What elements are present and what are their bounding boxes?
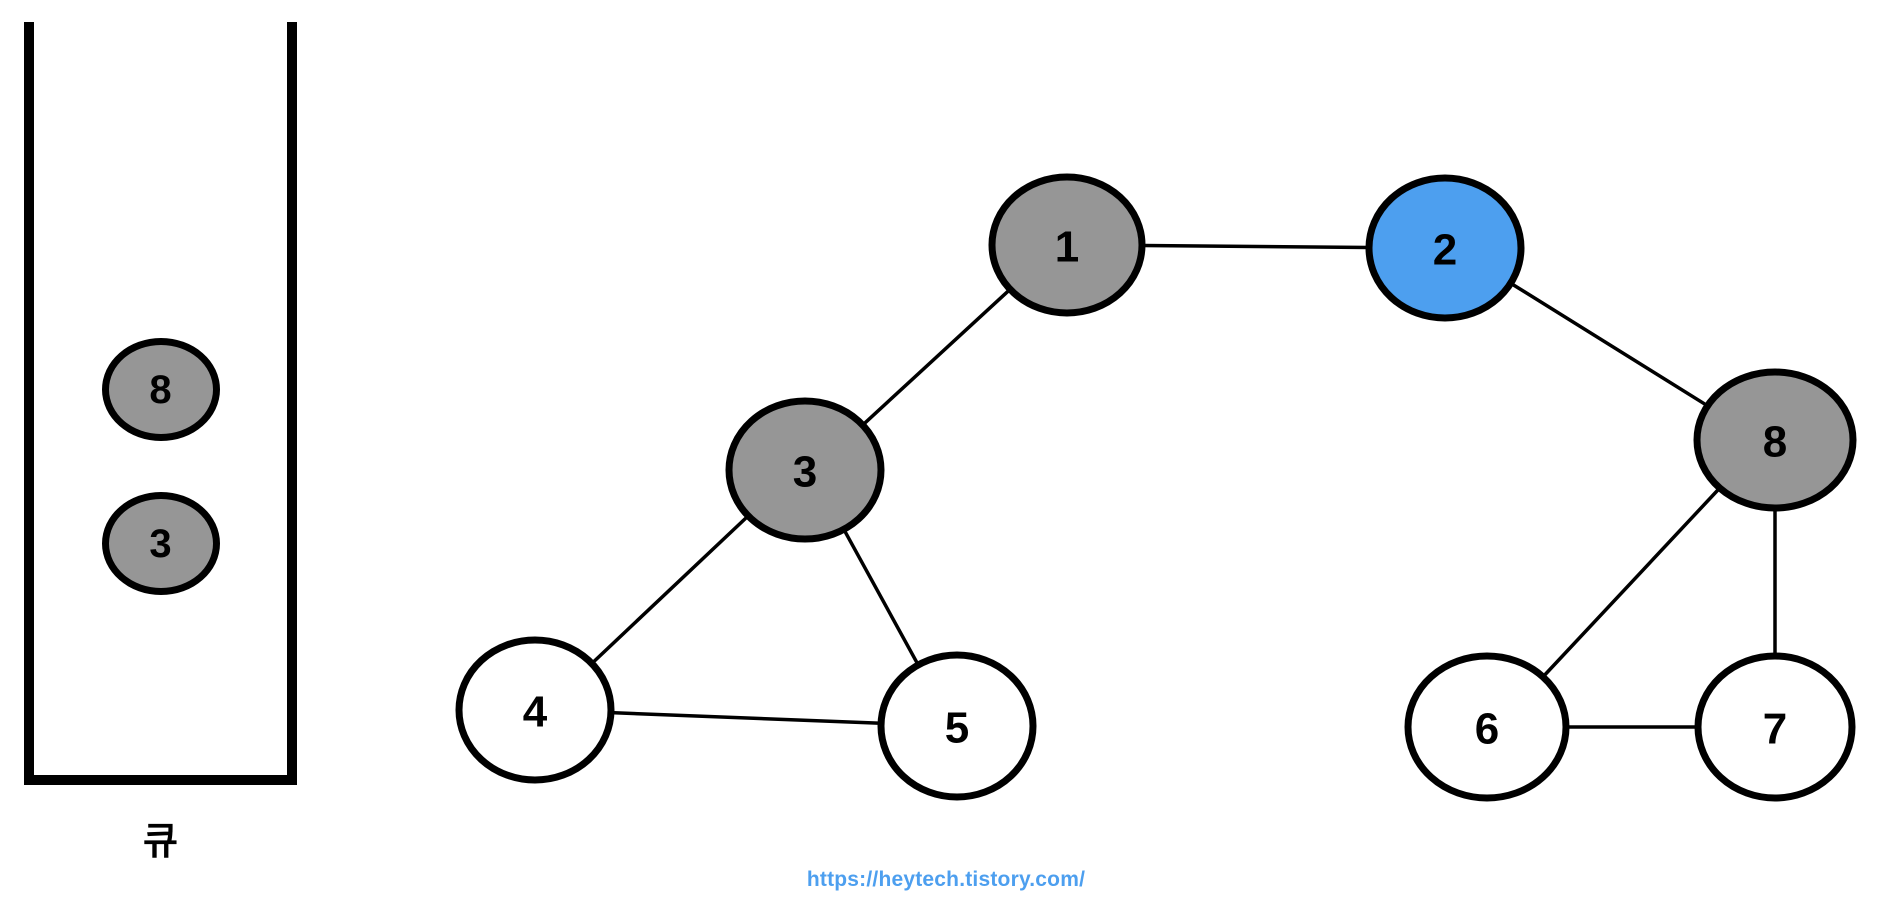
graph-node-4[interactable]: 4 bbox=[455, 636, 615, 784]
graph-edge-3-4 bbox=[590, 514, 750, 665]
graph-node-circle-1 bbox=[988, 173, 1146, 317]
graph-node-circle-2 bbox=[1365, 174, 1525, 322]
queue-item: 8 bbox=[101, 338, 220, 441]
graph-node-5[interactable]: 5 bbox=[877, 651, 1037, 801]
graph-node-circle-7 bbox=[1694, 652, 1856, 802]
queue-bottom-wall bbox=[24, 775, 297, 785]
graph-node-circle-3 bbox=[725, 397, 885, 543]
watermark-url: https://heytech.tistory.com/ bbox=[806, 868, 1086, 891]
graph-node-label-8: 8 bbox=[1763, 418, 1787, 467]
graph-node-2[interactable]: 2 bbox=[1365, 174, 1525, 322]
graph-node-circle-8 bbox=[1693, 368, 1857, 512]
graph-node-circle-6 bbox=[1404, 652, 1570, 802]
graph-edge-3-5 bbox=[842, 528, 920, 666]
graph-node-label-7: 7 bbox=[1763, 705, 1787, 754]
queue-item: 3 bbox=[101, 492, 220, 595]
queue-caption: 큐 bbox=[143, 821, 178, 863]
graph-node-7[interactable]: 7 bbox=[1694, 652, 1856, 802]
queue-container: 8 3 bbox=[24, 22, 297, 785]
graph-node-circle-4 bbox=[455, 636, 615, 784]
graph-node-circle-5 bbox=[877, 651, 1037, 801]
graph-node-label-3: 3 bbox=[793, 448, 817, 497]
graph-node-6[interactable]: 6 bbox=[1404, 652, 1570, 802]
graph-node-1[interactable]: 1 bbox=[988, 173, 1146, 317]
graph-edge-8-6 bbox=[1541, 486, 1722, 679]
graph-edge-1-2 bbox=[1141, 243, 1370, 250]
graph-edge-1-3 bbox=[861, 288, 1012, 427]
graph-node-label-2: 2 bbox=[1433, 226, 1457, 275]
graph-node-label-5: 5 bbox=[945, 704, 969, 753]
node-layer: 1 2 3 4 5 8 6 7 bbox=[455, 173, 1857, 802]
graph-node-8[interactable]: 8 bbox=[1693, 368, 1857, 512]
graph-node-label-6: 6 bbox=[1475, 705, 1499, 754]
edge-layer bbox=[590, 243, 1777, 729]
graph-edge-2-8 bbox=[1509, 281, 1709, 408]
graph-node-label-4: 4 bbox=[523, 688, 548, 737]
graph-edge-4-5 bbox=[610, 710, 882, 726]
graph-node-label-1: 1 bbox=[1055, 223, 1079, 272]
queue-left-wall bbox=[24, 22, 34, 785]
queue-right-wall bbox=[287, 22, 297, 785]
graph-node-3[interactable]: 3 bbox=[725, 397, 885, 543]
